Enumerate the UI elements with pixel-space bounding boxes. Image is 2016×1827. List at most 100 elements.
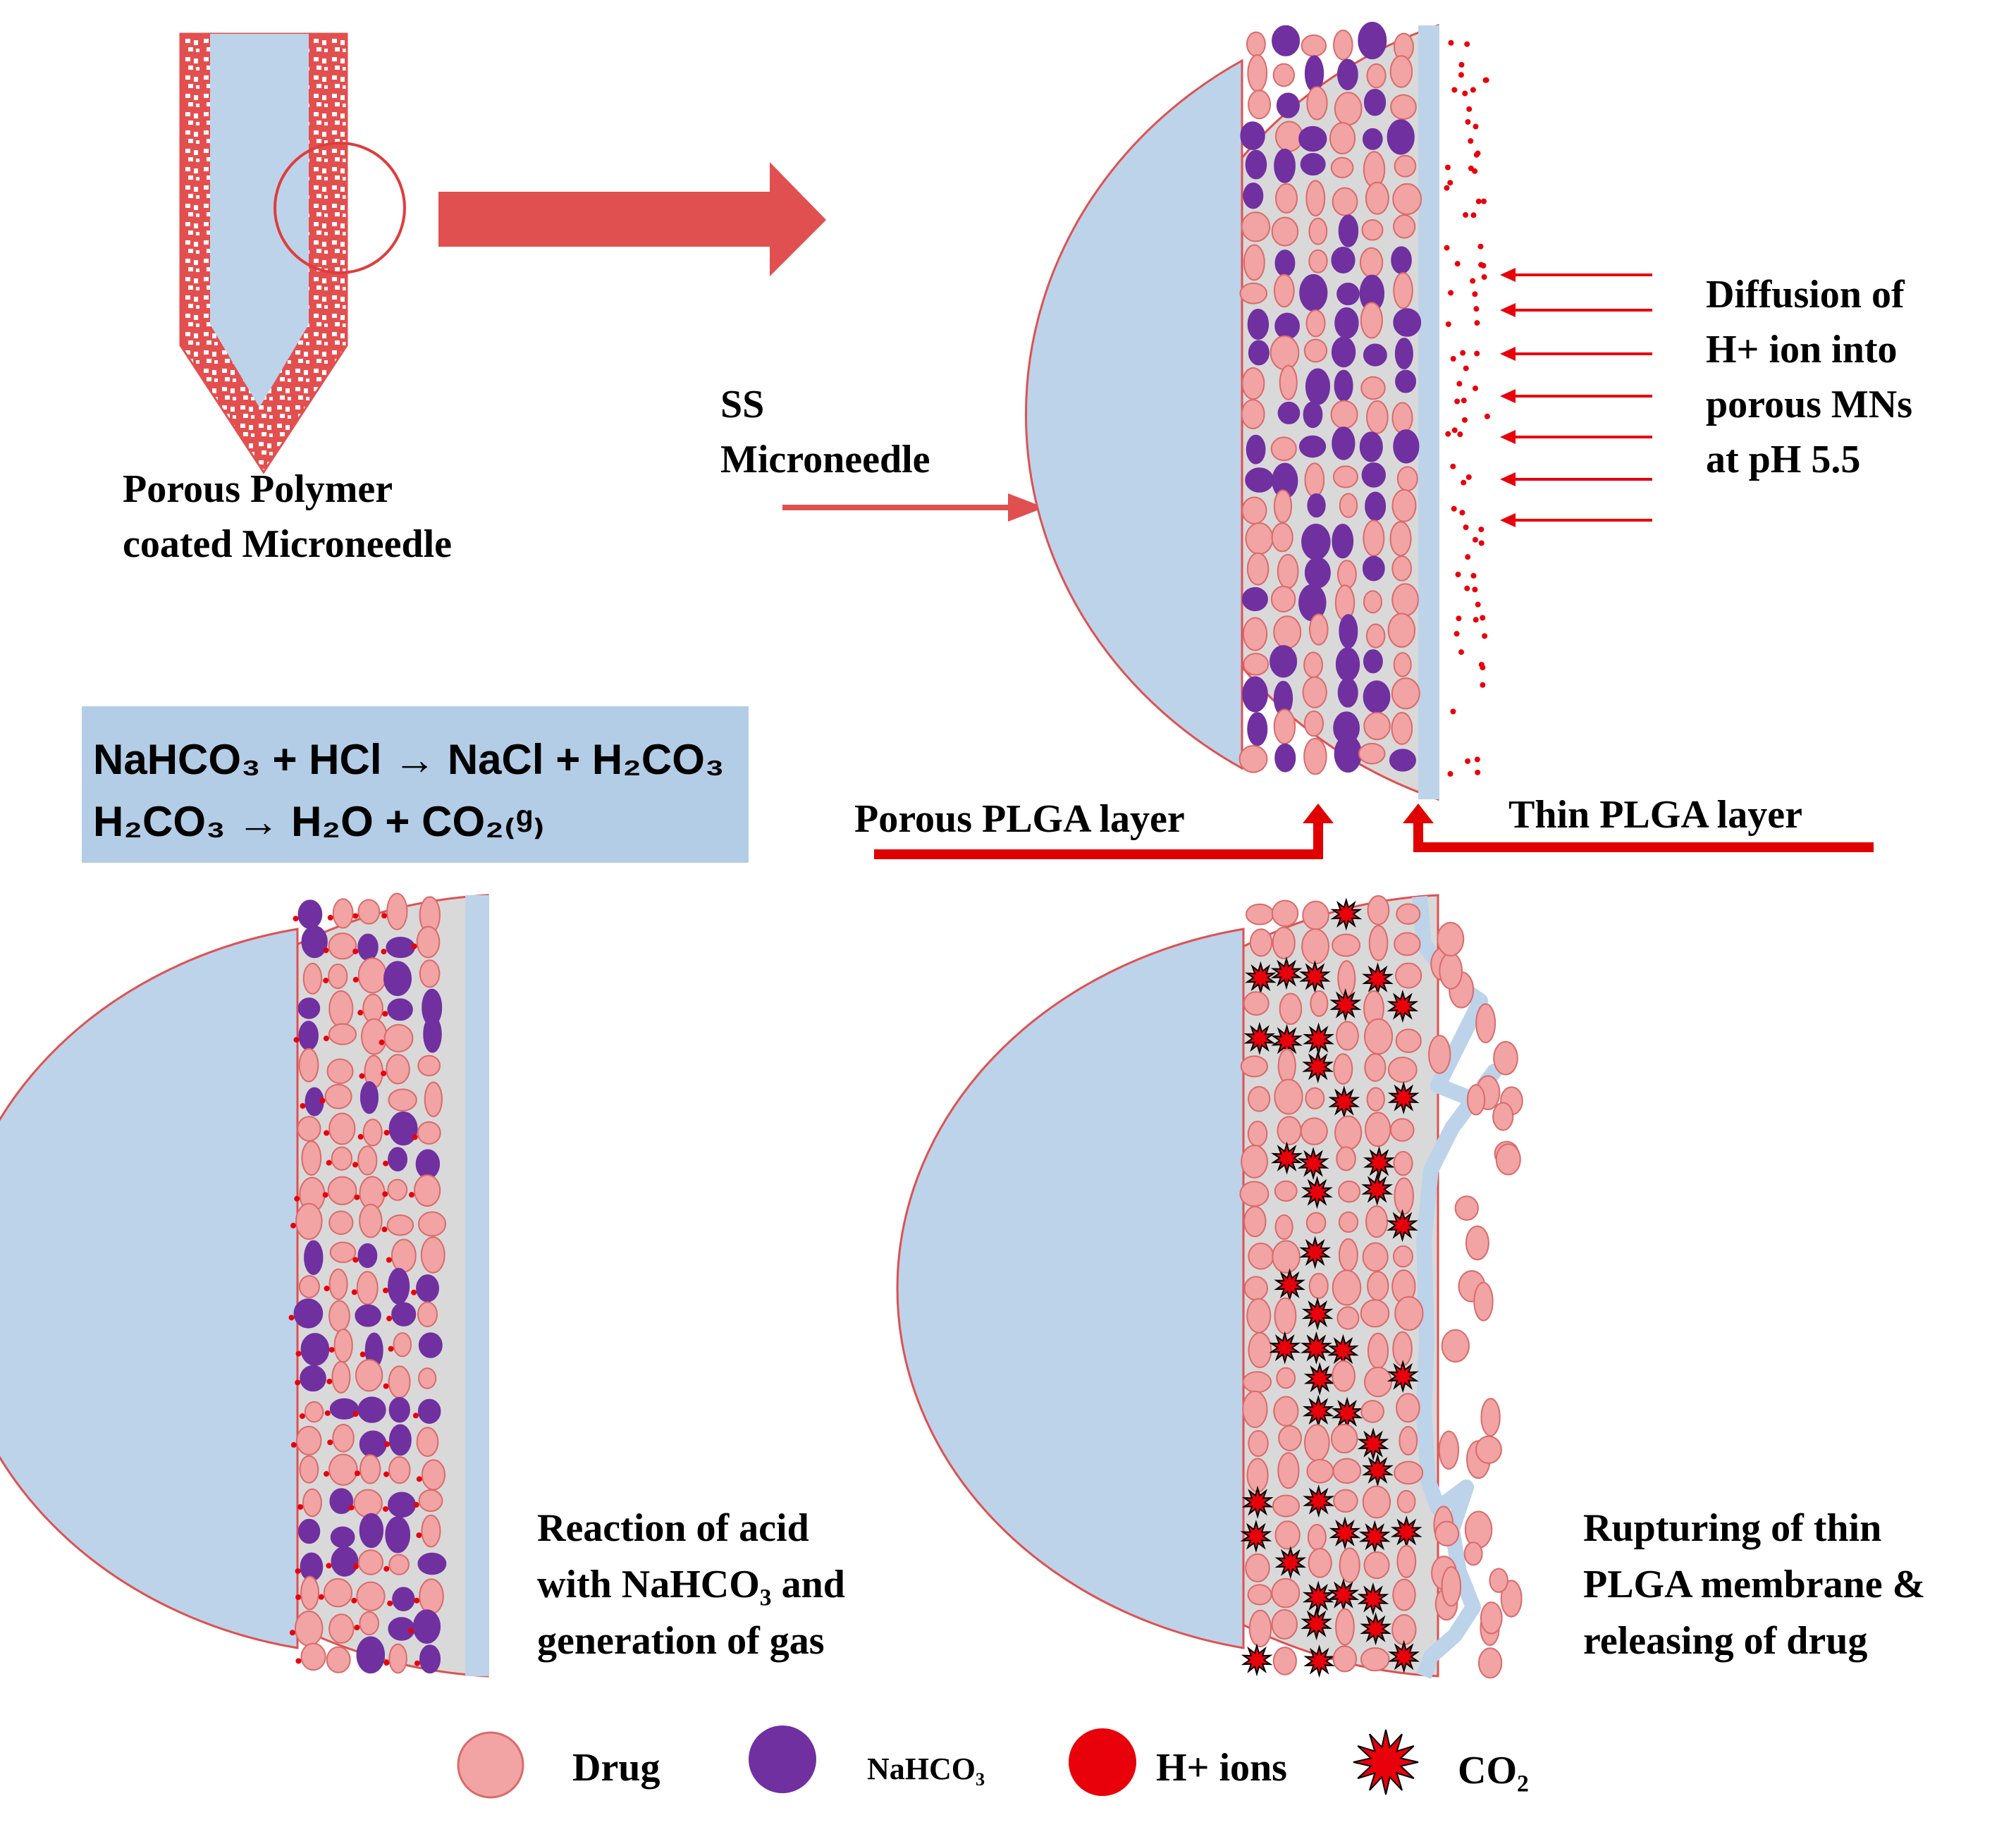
nahco3-particle xyxy=(1389,749,1416,772)
h-ion-dot xyxy=(387,1600,393,1606)
released-drug xyxy=(1463,1542,1483,1566)
drug-particle xyxy=(417,1301,438,1328)
nahco3-particle xyxy=(297,997,321,1019)
drug-particle xyxy=(1277,1116,1302,1145)
drug-particle xyxy=(1394,1460,1424,1485)
h-ion-dot xyxy=(383,1565,390,1572)
drug-particle xyxy=(1396,1393,1420,1423)
h-ion-dot xyxy=(1473,123,1479,130)
drug-particle xyxy=(1338,1238,1358,1272)
drug-particle xyxy=(1389,521,1412,557)
drug-particle xyxy=(1277,553,1299,589)
drug-particle xyxy=(328,990,354,1028)
diffusion-arrow-head xyxy=(1500,389,1516,403)
drug-particle xyxy=(1387,613,1416,648)
h-ion-dot xyxy=(352,1563,359,1570)
h-ion-dot xyxy=(386,1315,393,1322)
nahco3-particle xyxy=(387,1491,416,1518)
drug-particle xyxy=(1271,1577,1301,1608)
nahco3-particle xyxy=(1305,368,1331,405)
released-drug xyxy=(1492,1102,1514,1131)
drug-particle xyxy=(416,1427,439,1457)
drug-particle xyxy=(326,1646,351,1673)
released-drug xyxy=(1495,1143,1521,1176)
nahco3-particle xyxy=(1299,273,1328,312)
nahco3-particle xyxy=(423,1016,442,1053)
drug-particle xyxy=(1389,55,1413,88)
drug-particle xyxy=(1302,900,1329,930)
drug-particle xyxy=(328,1300,350,1332)
h-ion-dot xyxy=(408,1192,414,1198)
drug-particle xyxy=(357,899,381,925)
h-ion-dot xyxy=(1450,708,1456,715)
drug-particle xyxy=(1241,1145,1268,1179)
nahco3-particle xyxy=(293,1298,324,1329)
drug-particle xyxy=(302,962,323,995)
released-drug xyxy=(1475,1435,1502,1464)
co2-mark xyxy=(1387,1360,1419,1394)
drug-particle xyxy=(1306,1458,1334,1484)
nahco3-particle xyxy=(417,1398,441,1424)
rupture-line-3: releasing of drug xyxy=(1583,1619,1867,1663)
drug-particle xyxy=(1240,1055,1269,1078)
nahco3-particle xyxy=(359,1513,384,1549)
drug-particle xyxy=(1329,122,1356,154)
drug-particle xyxy=(1245,1553,1270,1582)
co2-mark xyxy=(1269,1331,1301,1365)
drug-particle xyxy=(1365,623,1386,648)
drug-particle xyxy=(1303,651,1323,678)
drug-particle xyxy=(1305,309,1326,338)
drug-particle xyxy=(1241,496,1267,524)
co2-mark xyxy=(1299,959,1331,994)
h-ion-dot xyxy=(414,1597,420,1604)
drug-particle xyxy=(329,1241,357,1263)
drug-particle xyxy=(1272,1494,1301,1518)
diffusion-arrow-head xyxy=(1500,513,1516,527)
h-ion-dot xyxy=(323,947,329,954)
diffusion-line-4: at pH 5.5 xyxy=(1706,438,1860,481)
co2-mark xyxy=(1241,1485,1274,1519)
h-ion-dot xyxy=(1481,198,1487,204)
drug-particle xyxy=(328,1613,355,1644)
rupture-line-1: Rupturing of thin xyxy=(1583,1506,1881,1550)
h-ion-dot xyxy=(352,1162,359,1168)
nahco3-particle xyxy=(1393,308,1422,337)
drug-particle xyxy=(1360,376,1386,400)
nahco3-particle xyxy=(1336,59,1358,90)
drug-particle xyxy=(1307,1523,1327,1551)
h-ion-dot xyxy=(1451,427,1458,433)
drug-particle xyxy=(1274,1297,1297,1335)
nahco3-particle xyxy=(1362,128,1383,150)
h-ion-dot xyxy=(1456,381,1463,387)
drug-particle xyxy=(1270,335,1300,371)
drug-particle xyxy=(1358,742,1386,765)
drug-particle xyxy=(1365,181,1389,215)
drug-particle xyxy=(1271,216,1299,247)
drug-particle xyxy=(1330,1423,1358,1454)
released-drug xyxy=(1466,1084,1486,1116)
drug-particle xyxy=(1335,1608,1355,1646)
drug-particle xyxy=(419,1578,444,1615)
co2-mark xyxy=(1240,1519,1272,1554)
legend-nahco3-swatch xyxy=(749,1726,816,1793)
drug-particle xyxy=(356,1581,386,1611)
drug-particle xyxy=(1399,1425,1418,1456)
h-ion-dot xyxy=(289,1630,295,1636)
h-ion-dot xyxy=(416,1476,422,1482)
drug-particle xyxy=(328,1112,356,1145)
h-ion-dot xyxy=(1474,350,1480,357)
drug-particle xyxy=(419,959,441,988)
drug-particle xyxy=(1248,1085,1271,1112)
drug-particle xyxy=(1303,710,1324,737)
drug-particle xyxy=(1338,1180,1361,1203)
released-drug xyxy=(1441,1329,1470,1363)
released-drug xyxy=(1428,1035,1451,1074)
legend-h-ion-label: H+ ions xyxy=(1156,1746,1287,1790)
h-ion-dot xyxy=(1470,212,1477,219)
drug-particle xyxy=(1366,1087,1385,1112)
drug-particle xyxy=(1394,154,1417,178)
drug-particle xyxy=(357,957,387,994)
drug-particle xyxy=(1308,217,1328,245)
drug-particle xyxy=(421,1514,441,1548)
h-ion-dot xyxy=(1463,524,1469,531)
